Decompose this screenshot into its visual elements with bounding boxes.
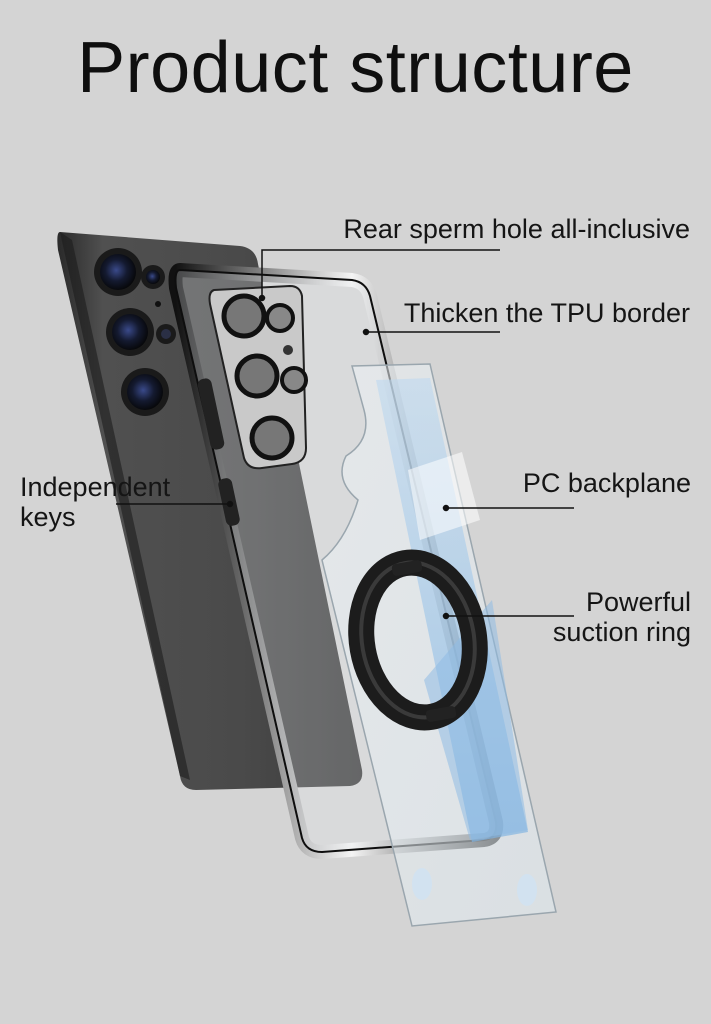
callout-line-rear-hole	[261, 249, 500, 298]
callout-independent-keys-line1: Independent	[20, 472, 171, 502]
callout-suction-ring: Powerful suction ring	[470, 587, 691, 647]
callout-independent-keys: Independent keys	[20, 472, 170, 532]
callout-suction-ring-line1: Powerful	[585, 587, 691, 617]
callout-tpu-border: Thicken the TPU border	[403, 298, 690, 328]
pc-backplane	[321, 363, 557, 927]
callout-suction-ring-line2: suction ring	[552, 617, 691, 647]
callout-independent-keys-line2: keys	[20, 502, 76, 532]
page-title: Product structure	[77, 28, 634, 108]
phone-body	[57, 232, 363, 790]
suction-ring	[348, 549, 488, 731]
callout-lines	[116, 249, 574, 620]
callout-pc-backplane: PC backplane	[522, 468, 691, 498]
callout-rear-hole: Rear sperm hole all-inclusive	[343, 214, 690, 244]
case-lens-rings	[221, 293, 308, 461]
camera-lenses	[94, 248, 176, 416]
